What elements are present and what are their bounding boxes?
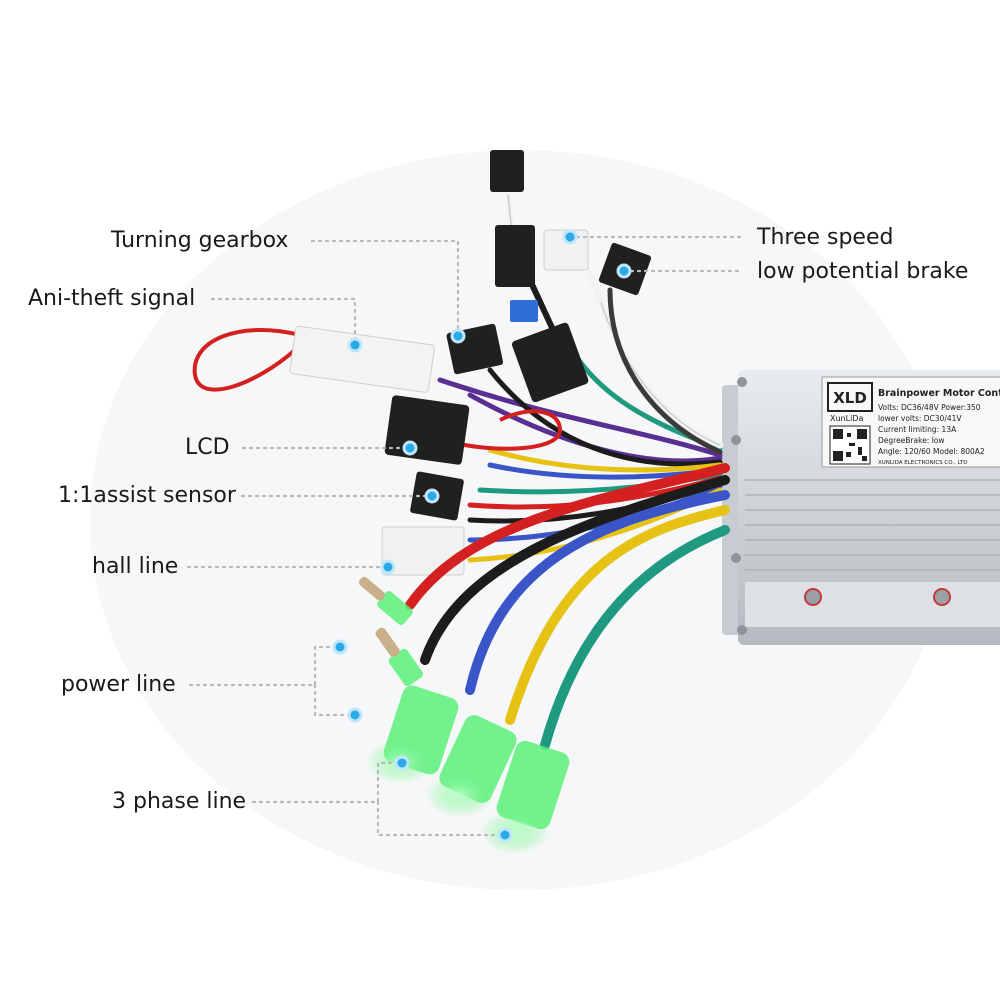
nameplate-angle: Angle: 120/60 Model: 800A2	[878, 447, 985, 456]
marker-hall-line	[380, 559, 396, 575]
marker-three-phase-2	[497, 827, 513, 843]
lcd-red-loop	[439, 409, 563, 451]
marker-three-phase-1	[394, 755, 410, 771]
label-three-speed: Three speed	[757, 225, 894, 250]
nameplate-current: Current limiting: 13A	[878, 425, 957, 434]
label-low-potential-brake: low potential brake	[757, 259, 969, 284]
marker-lcd	[402, 440, 418, 456]
nameplate-volts: Volts: DC36/48V Power:350	[878, 403, 981, 412]
label-three-phase-line: 3 phase line	[112, 789, 247, 814]
nameplate: XLD XunLiDa Brainpower Motor Cont Volts:…	[821, 376, 1000, 468]
qr-code	[829, 425, 871, 465]
nameplate-brand: XunLiDa	[830, 414, 863, 423]
terminals	[358, 576, 570, 854]
marker-anti-theft	[347, 337, 363, 353]
nameplate-lower-volts: lower volts: DC30/41V	[878, 414, 962, 423]
marker-assist-sensor	[424, 488, 440, 504]
label-power-line: power line	[61, 672, 176, 697]
marker-power-line-2	[347, 707, 363, 723]
nameplate-logo: XLD	[833, 389, 867, 407]
marker-dots	[332, 229, 632, 843]
label-turning-gearbox: Turning gearbox	[111, 228, 289, 253]
nameplate-title: Brainpower Motor Cont	[878, 388, 1000, 399]
marker-turning-gearbox	[450, 328, 466, 344]
marker-low-brake	[616, 263, 632, 279]
leader-lines	[186, 235, 742, 837]
label-hall-line: hall line	[92, 554, 179, 579]
nameplate-company: XUNLIDA ELECTRONICS CO., LTD	[878, 460, 968, 466]
marker-power-line-1	[332, 639, 348, 655]
anti-theft-loop	[192, 327, 301, 392]
connectors	[289, 150, 652, 576]
label-anti-theft-signal: Ani-theft signal	[28, 286, 196, 311]
marker-three-speed	[562, 229, 578, 245]
label-assist-sensor: 1:1assist sensor	[58, 483, 236, 508]
label-lcd: LCD	[185, 435, 230, 460]
nameplate-degree: DegreeBrake: low	[878, 436, 945, 445]
main-wires	[405, 463, 730, 750]
